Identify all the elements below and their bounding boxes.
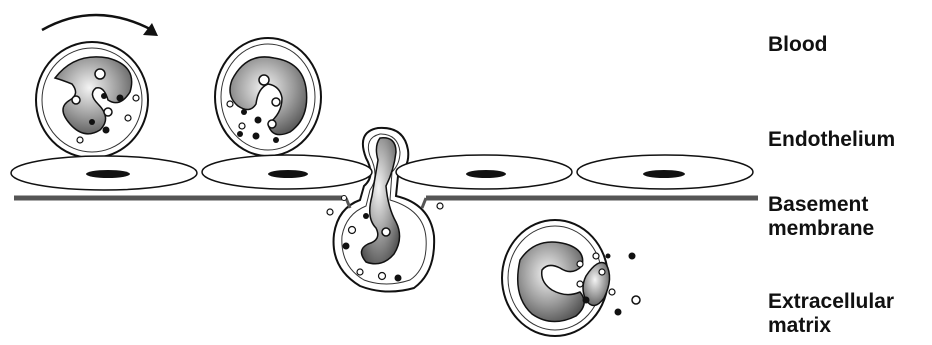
label-endothelium: Endothelium (768, 128, 895, 152)
endothelial-cell (396, 155, 572, 189)
label-basement-membrane-line2: membrane (768, 217, 874, 241)
migrating-leukocyte (502, 220, 615, 336)
endothelial-cell (202, 155, 372, 189)
rolling-arrow (42, 15, 158, 36)
matrix-granules (615, 253, 641, 316)
label-extracellular-matrix-line1: Extracellular (768, 290, 894, 314)
endothelial-cell (11, 156, 197, 190)
adherent-leukocyte (215, 38, 321, 156)
label-basement-membrane-line1: Basement (768, 193, 874, 217)
transmigrating-leukocyte (334, 128, 435, 292)
rolling-leukocyte (36, 42, 148, 158)
label-extracellular-matrix: Extracellular matrix (768, 290, 894, 338)
endothelial-cell (577, 155, 753, 189)
label-extracellular-matrix-line2: matrix (768, 314, 894, 338)
label-blood: Blood (768, 33, 827, 57)
label-basement-membrane: Basement membrane (768, 193, 874, 241)
